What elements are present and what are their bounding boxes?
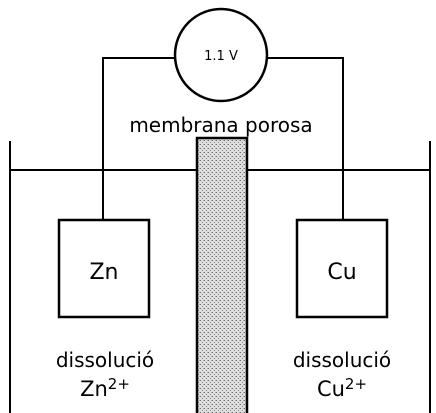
zinc-electrode: Zn: [57, 218, 151, 319]
copper-solution-label: dissolució Cu2+: [293, 348, 391, 401]
zinc-solution-word: dissolució: [56, 348, 154, 372]
zinc-ion-label: Zn2+: [80, 375, 130, 401]
zinc-ion-charge: 2+: [108, 375, 130, 393]
copper-ion-base: Cu: [317, 377, 345, 401]
membrane-label: membrana porosa: [129, 113, 312, 137]
left-wire: [102, 57, 176, 220]
zinc-solution-label: dissolució Zn2+: [56, 348, 154, 401]
zinc-electrode-label: Zn: [89, 260, 118, 285]
copper-ion-label: Cu2+: [317, 375, 367, 401]
right-wire: [266, 57, 344, 220]
copper-ion-charge: 2+: [345, 375, 367, 393]
voltmeter: 1.1 V: [173, 7, 269, 103]
voltmeter-dial: [173, 7, 269, 103]
voltmeter-reading: 1.1 V: [204, 49, 238, 64]
copper-electrode-plate: [295, 218, 389, 319]
zinc-electrode-plate: [57, 218, 151, 319]
external-circuit: [102, 57, 344, 220]
copper-solution-word: dissolució: [293, 348, 391, 372]
porous-membrane: [195, 136, 249, 413]
copper-electrode-label: Cu: [327, 260, 356, 285]
copper-electrode: Cu: [295, 218, 389, 319]
zinc-ion-base: Zn: [80, 377, 108, 401]
